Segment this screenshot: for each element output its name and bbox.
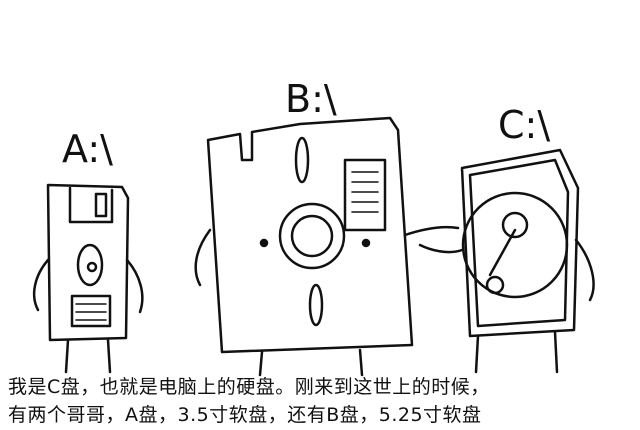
floppy-35-character — [32, 183, 144, 374]
label-a-drive: A:\ — [62, 127, 113, 171]
floppy-525-character — [194, 116, 460, 377]
label-c-drive: C:\ — [498, 103, 550, 147]
hard-drive-character — [418, 148, 595, 374]
label-b-drive: B:\ — [285, 77, 337, 121]
caption-line-2: 有两个哥哥，A盘，3.5寸软盘，还有B盘，5.25寸软盘 — [8, 404, 482, 426]
caption-line-1: 我是C盘，也就是电脑上的硬盘。刚来到这世上的时候， — [8, 376, 490, 398]
